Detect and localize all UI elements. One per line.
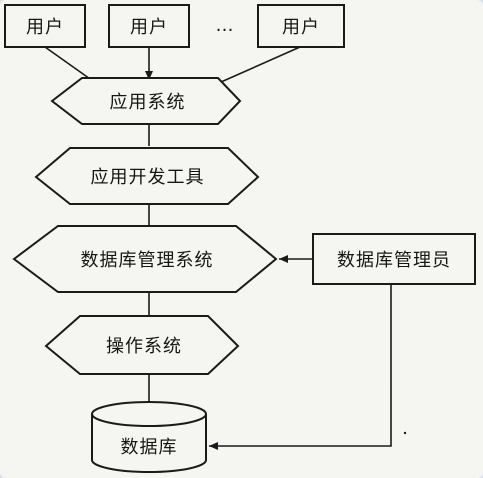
user-box-3: [257, 4, 345, 48]
ellipsis-label: …: [215, 14, 235, 36]
user-box-1: [4, 4, 86, 48]
dbms-label: 数据库管理系统: [80, 250, 214, 271]
hex-os: [44, 315, 240, 375]
user-label-1: 用户: [26, 17, 64, 38]
dba-box: [312, 233, 476, 285]
hex-dev-tools: [34, 147, 260, 205]
app-system-label: 应用系统: [109, 92, 186, 113]
hex-app-system: [50, 77, 242, 125]
scan-speck: [403, 431, 407, 435]
os-label: 操作系统: [106, 336, 182, 357]
dev-tools-label: 应用开发工具: [90, 167, 205, 188]
user-label-2: 用户: [130, 17, 168, 38]
arrow-dba-database: [209, 284, 392, 450]
arrow-user3-app: [211, 46, 301, 87]
dba-label: 数据库管理员: [337, 250, 451, 271]
user-label-3: 用户: [282, 17, 320, 38]
database-label: 数据库: [120, 437, 178, 458]
database-cylinder-top: [91, 401, 207, 427]
database-cylinder: [91, 414, 207, 473]
hex-dbms: [12, 225, 278, 293]
